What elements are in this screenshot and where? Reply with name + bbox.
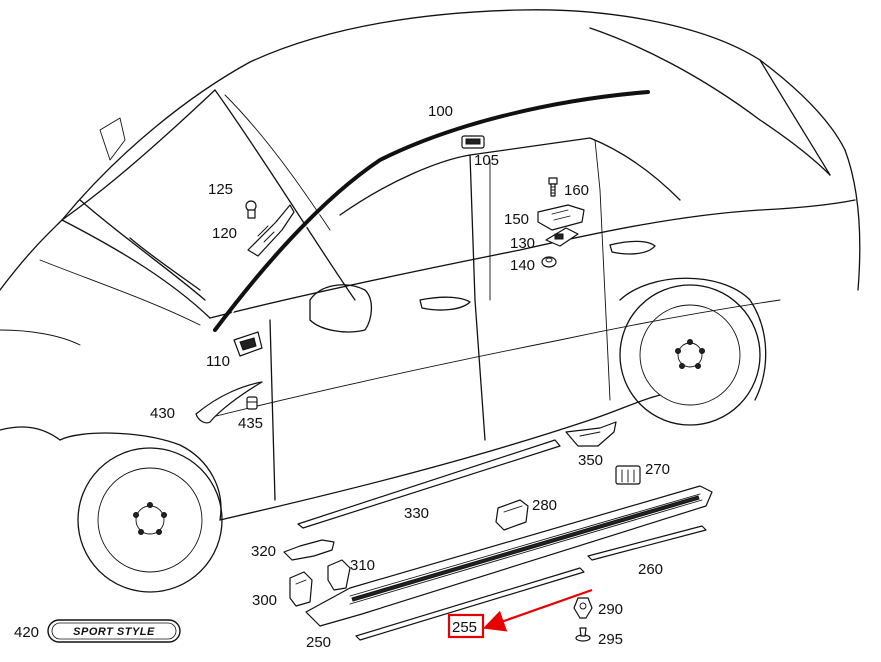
part-140-nut (541, 256, 557, 268)
callout-270: 270 (645, 461, 670, 478)
part-100-roof-trim (213, 90, 651, 333)
part-320-bracket (283, 539, 335, 561)
callout-110: 110 (206, 353, 230, 370)
callout-330: 330 (404, 505, 429, 522)
callout-160: 160 (564, 182, 589, 199)
callout-320: 320 (251, 543, 276, 560)
part-420-sport-style-emblem (47, 619, 181, 643)
callout-105: 105 (474, 152, 499, 169)
callout-260: 260 (638, 561, 663, 578)
part-130-bracket (545, 227, 579, 247)
callout-430: 430 (150, 405, 175, 422)
car-body-outline (0, 9, 861, 521)
callout-300: 300 (252, 592, 277, 609)
part-120-bracket (247, 204, 295, 257)
callout-250: 250 (306, 634, 331, 651)
part-330-sill-trim-upper (297, 439, 561, 529)
callout-120: 120 (212, 225, 237, 242)
part-125-screw (245, 200, 257, 219)
callout-350: 350 (578, 452, 603, 469)
part-260-strip (587, 525, 707, 561)
callout-420: 420 (14, 624, 39, 641)
highlight-arrow (482, 588, 593, 632)
part-435-clip (246, 396, 258, 410)
part-310-bracket (327, 559, 351, 591)
part-280-bracket (495, 499, 529, 531)
rear-wheel (619, 284, 761, 426)
callout-290: 290 (598, 601, 623, 618)
callout-295: 295 (598, 631, 623, 648)
part-255-lower-strip (355, 567, 585, 641)
part-350-bracket (565, 421, 617, 447)
callout-130: 130 (510, 235, 535, 252)
part-110-end-cap (233, 331, 263, 357)
emblem-text: SPORT STYLE (73, 626, 155, 638)
part-160-bolt (548, 177, 558, 197)
front-wheel (77, 447, 223, 593)
part-270-clip (615, 465, 641, 485)
part-250-side-sill (305, 485, 713, 627)
callout-125: 125 (208, 181, 233, 198)
callout-100: 100 (428, 103, 453, 120)
part-290-rivet (573, 597, 593, 619)
highlight-255: 255 (447, 588, 593, 639)
part-105-clip (461, 135, 485, 149)
part-430-trim (195, 381, 263, 424)
part-150-holder (537, 204, 585, 231)
part-300-bracket (289, 571, 313, 607)
callout-280: 280 (532, 497, 557, 514)
callout-150: 150 (504, 211, 529, 228)
callout-435: 435 (238, 415, 263, 432)
callout-310: 310 (350, 557, 375, 574)
callout-140: 140 (510, 257, 535, 274)
part-295-screw (575, 627, 591, 642)
callout-255: 255 (452, 619, 477, 636)
